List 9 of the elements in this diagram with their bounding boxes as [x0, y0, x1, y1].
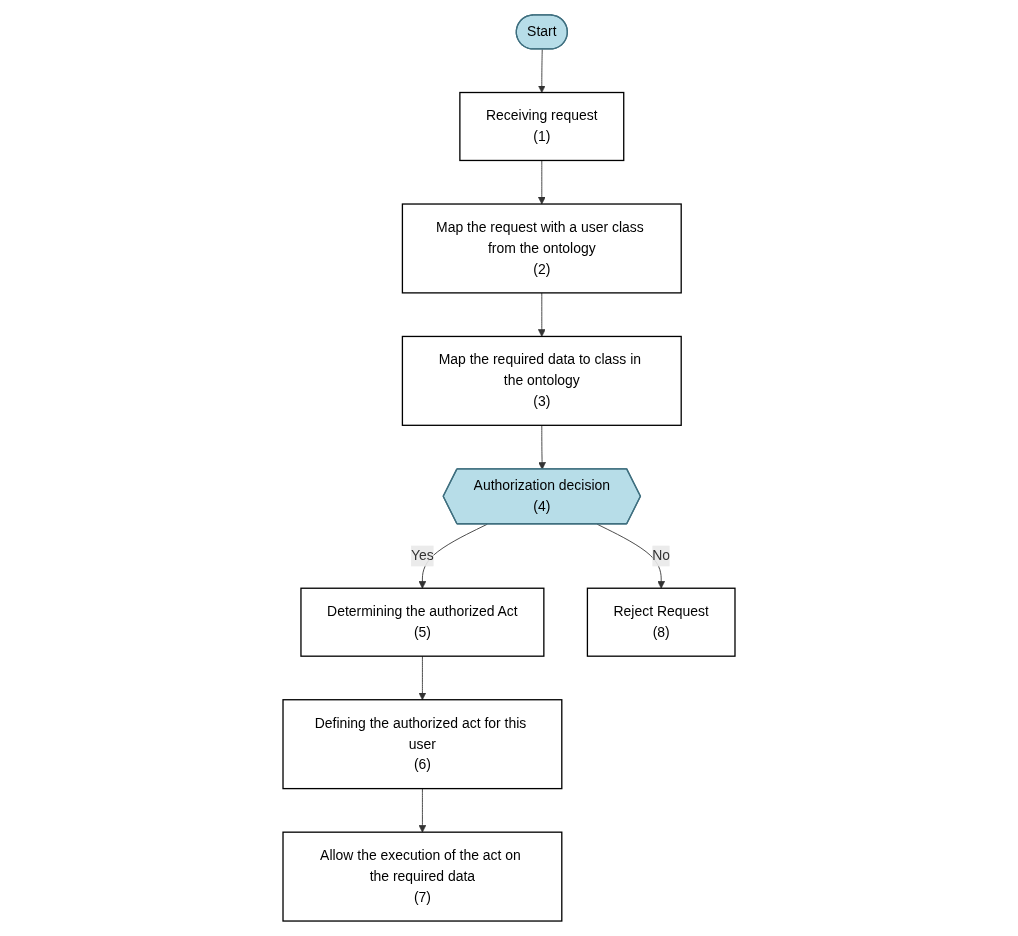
node-box: Map the request with a user class from the ontology (2) [401, 203, 682, 294]
node-box: Defining the authorized act for this user (6) [282, 699, 563, 790]
node-box: Determining the authorized Act (5) [300, 587, 545, 657]
node-box: Receiving request (1) [459, 91, 625, 162]
edge-label: Yes [411, 548, 434, 563]
node-box: Map the required data to class in the ontology (3) [401, 335, 682, 426]
edge-label: No [652, 548, 671, 563]
node-box: Allow the execution of the act on the required data (7) [282, 831, 563, 922]
node-box: Reject Request (8) [586, 587, 736, 657]
